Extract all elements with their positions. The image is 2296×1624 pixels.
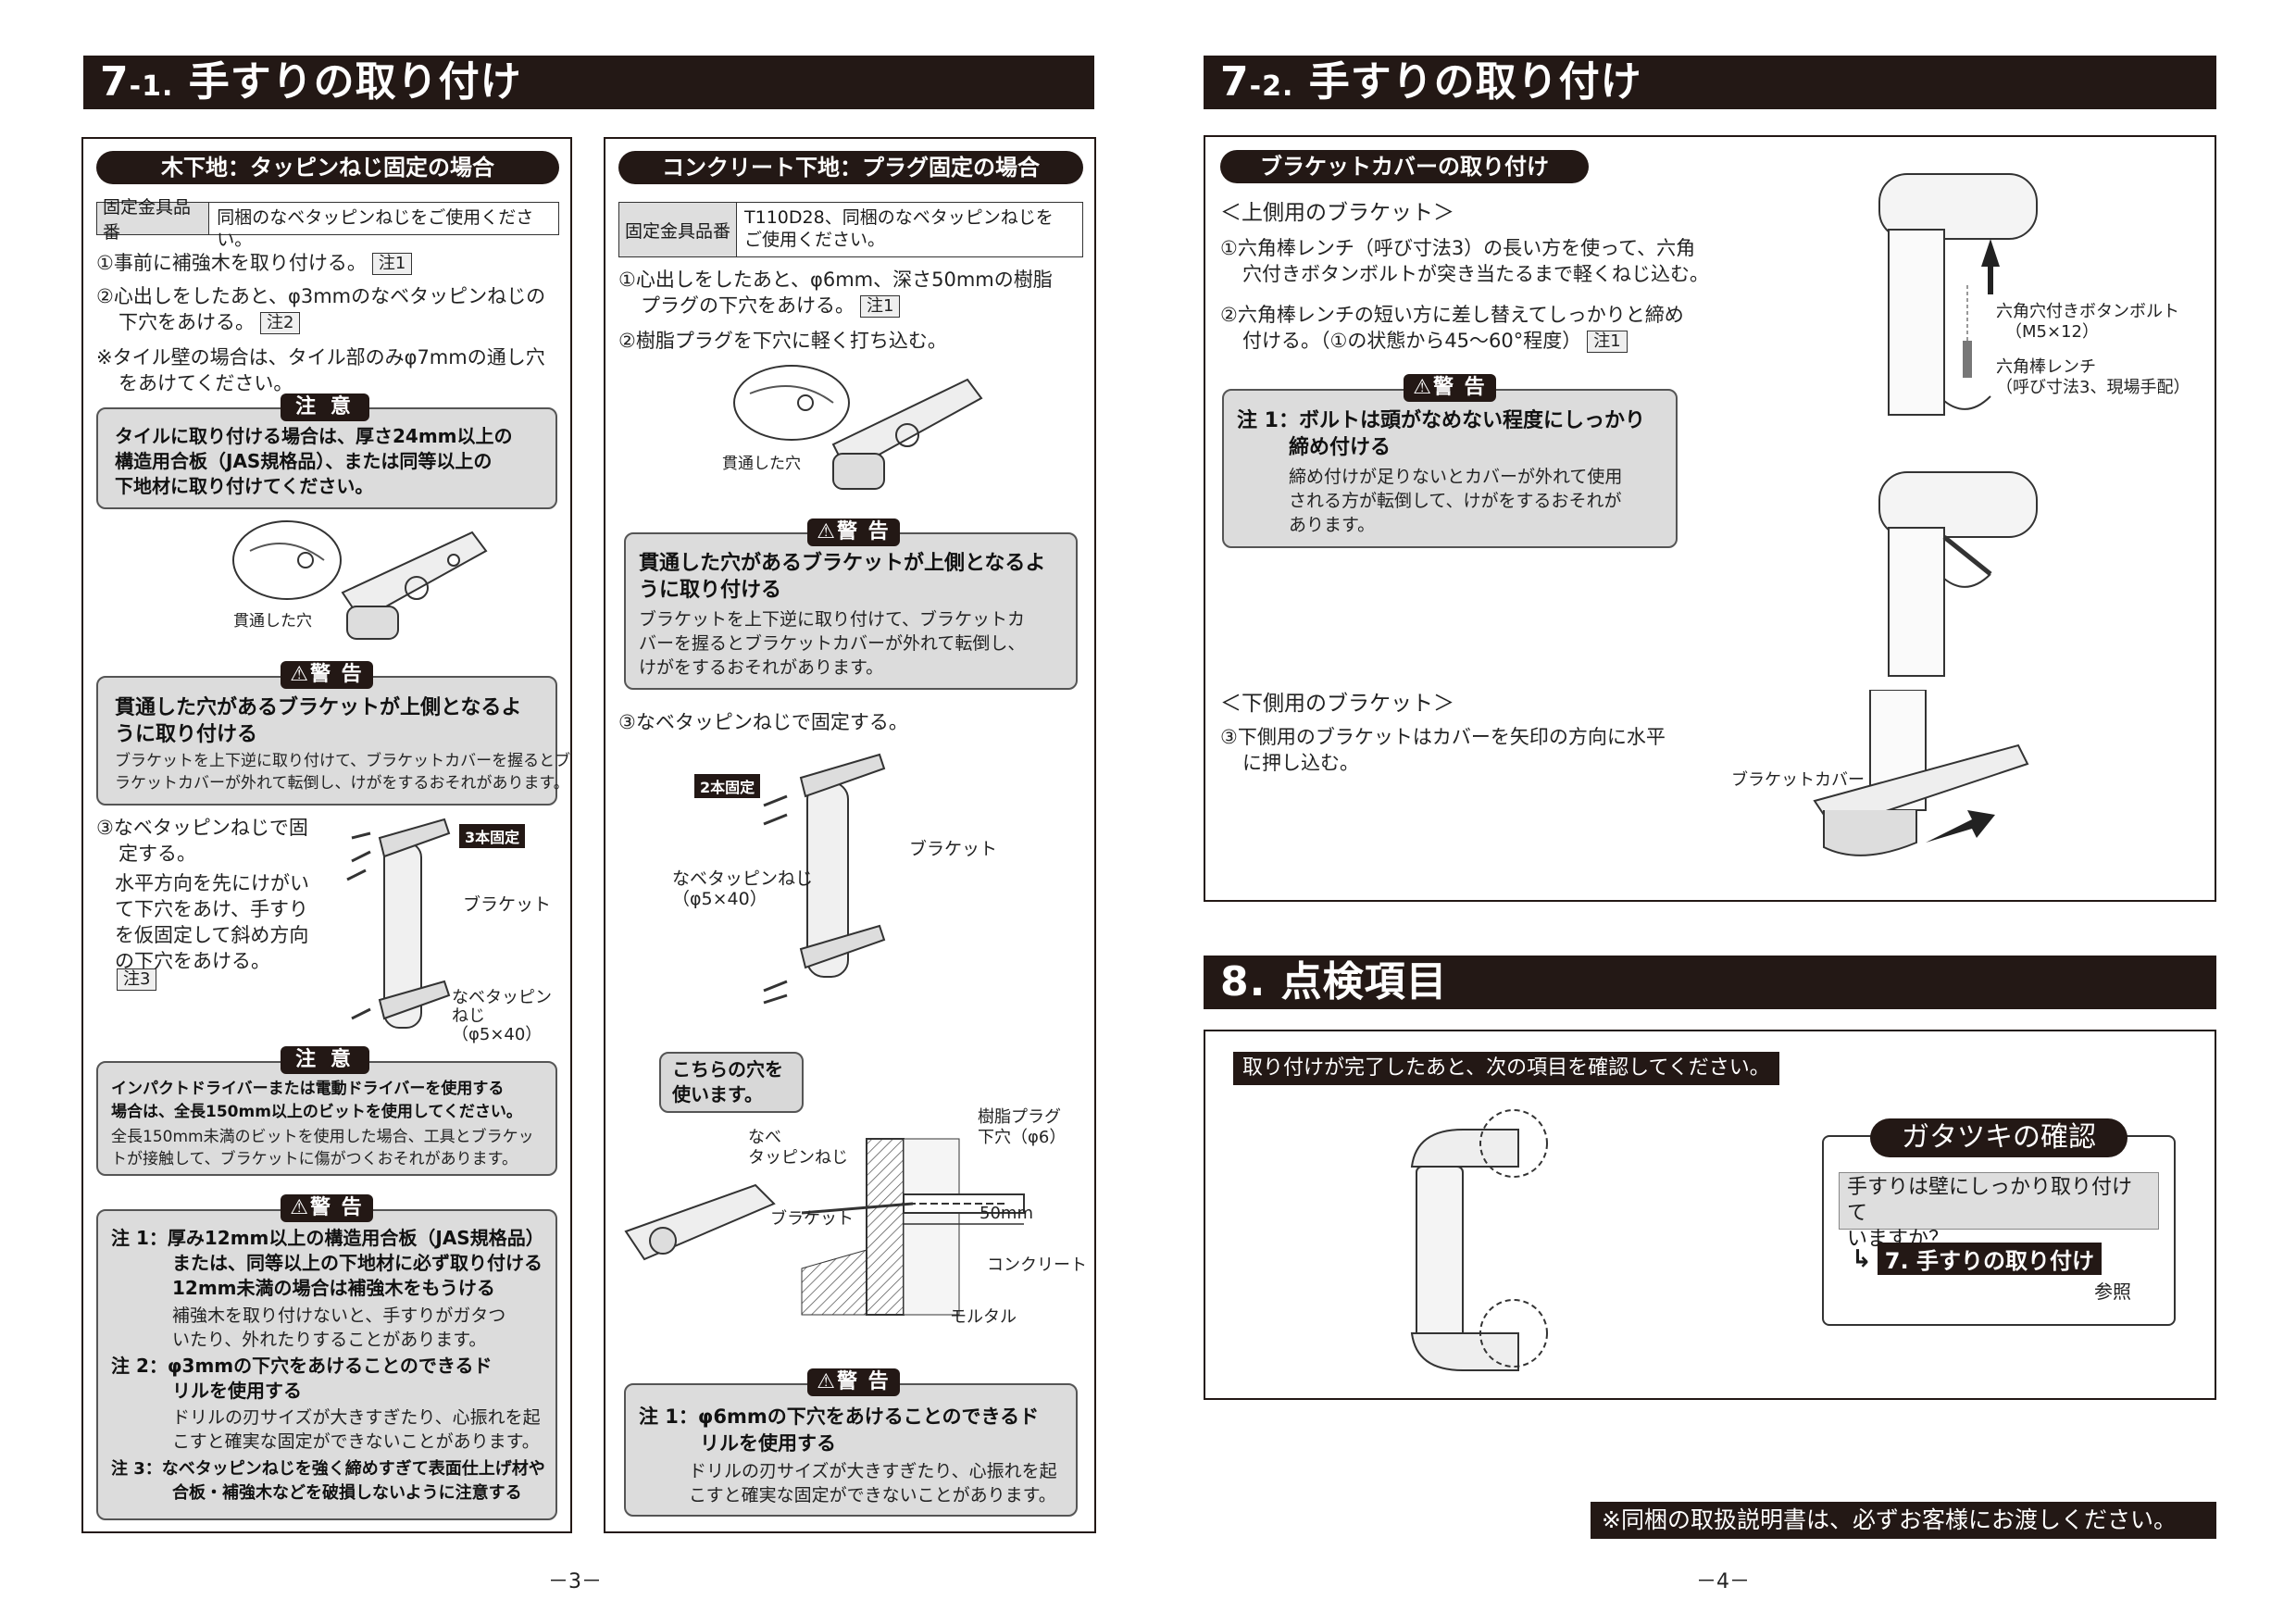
wood-step-2: ②心出しをしたあと、φ3mmのなベタッピンねじの 下穴をあける。注2	[96, 285, 546, 334]
concrete-step-2: ②樹脂プラグを下穴に軽く打ち込む。	[618, 330, 947, 352]
upper-step-1: ①六角棒レンチ（呼び寸法3）の長い方を使って、六角穴付きボタンボルトが突き当たる…	[1220, 237, 1709, 285]
warning-tag: ⚠警 告	[807, 1368, 900, 1396]
bracket-label: ブラケット	[770, 1209, 854, 1229]
screw-label: なベタッピンねじ（φ5×40）	[452, 988, 552, 1044]
wood-header: 木下地：タッピンねじ固定の場合	[96, 151, 559, 184]
note-ref[interactable]: 注1	[371, 253, 413, 275]
wood-panel	[81, 137, 572, 1533]
warning-box-1	[96, 676, 557, 806]
hole-callout-text: こちらの穴を使います。	[672, 1058, 783, 1106]
mortar-label: モルタル	[950, 1307, 1017, 1327]
warning-1-body: ブラケットを上下逆に取り付けて、ブラケットカバーを握るとブラケットカバーが外れて…	[115, 752, 571, 793]
concrete-step-3: ③なベタッピンねじで固定する。	[618, 711, 908, 733]
wood-step-3: ③なベタッピンねじで固定する。	[96, 817, 308, 865]
bracket-label: ブラケット	[463, 894, 552, 915]
caution-1-text: タイルに取り付ける場合は、厚さ24mm以上の構造用合板（JAS規格品）、または同…	[115, 425, 513, 497]
wood-step-3-detail: 水平方向を先にけがいて下穴をあけ、手すりを仮固定して斜め方向の下穴をあける。	[115, 872, 309, 972]
check-link[interactable]: ↳ 7. 手すりの取り付け	[1852, 1243, 2102, 1275]
cover-warning-box	[1222, 389, 1678, 548]
concrete-bracket-illustration	[733, 365, 983, 490]
warning-box-2	[96, 1209, 557, 1520]
wood-step-1: ①事前に補強木を取り付ける。注1	[96, 250, 413, 276]
caution-tag: 注 意	[281, 394, 369, 421]
cover-warning-body: 締め付けが足りないとカバーが外れて使用される方が転倒して、けがをするおそれがあり…	[1289, 467, 1623, 535]
caution-2-body: 全長150mm未満のビットを使用した場合、工具とブラケットが接触して、ブラケット…	[111, 1128, 534, 1168]
warning-tag: ⚠警 告	[281, 661, 373, 689]
wood-handrail-illustration	[346, 818, 451, 1029]
note-ref[interactable]: 注1	[1587, 331, 1628, 353]
concrete-warning-box-1	[624, 532, 1078, 690]
upper-bracket-illustration	[1878, 173, 2038, 416]
concrete-header: コンクリート下地：プラグ固定の場合	[618, 151, 1083, 184]
inspect-intro: 取り付けが完了したあと、次の項目を確認してください。	[1233, 1052, 1779, 1085]
concrete-handrail-illustration	[763, 753, 886, 1005]
wood-note-2-body: ドリルの刃サイズが大きすぎたり、心振れを起こすと確実な固定ができないことがありま…	[172, 1407, 541, 1452]
wood-note-2-title: 注 2：φ3mmの下穴をあけることのできるド リルを使用する	[111, 1355, 493, 1402]
upper-step-2: ②六角棒レンチの短い方に差し替えてしっかりと締め 付ける。（①の状態から45～6…	[1220, 304, 1684, 353]
screw-label: なべタッピンねじ	[748, 1128, 848, 1168]
wrench-label: 六角棒レンチ（呼び寸法3、現場手配）	[1996, 357, 2190, 397]
concrete-warning-box-2	[624, 1383, 1078, 1517]
inspect-panel	[1204, 1030, 2216, 1400]
cover-header: ブラケットカバーの取り付け	[1220, 150, 1589, 183]
depth-label: 50mm	[980, 1204, 1033, 1223]
check-title: ガタツキの確認	[1870, 1118, 2128, 1157]
footer-note: ※同梱の取扱説明書は、必ずお客様にお渡しください。	[1591, 1502, 2216, 1539]
concrete-label: コンクリート	[987, 1255, 1087, 1275]
warning-1-title: 貫通した穴があるブラケットが上側となるように取り付ける	[115, 696, 522, 746]
section-title-7-1: 7-1. 手すりの取り付け	[83, 56, 1094, 109]
page-number-right: －4－	[1696, 1570, 1750, 1593]
wood-tile-note: ※タイル壁の場合は、タイル部のみφ7mmの通し穴 をあけてください。	[96, 346, 545, 394]
fix-2-tag: 2本固定	[694, 774, 761, 798]
lower-step-3: ③下側用のブラケットはカバーを矢印の方向に水平に押し込む。	[1220, 726, 1666, 774]
cover-panel	[1204, 135, 2216, 902]
lower-bracket-illustration	[1813, 690, 2029, 856]
concrete-note-1-title: 注 1：φ6mmの下穴をあけることのできるド リルを使用する	[639, 1405, 1040, 1455]
section-title-8: 8. 点検項目	[1204, 956, 2216, 1009]
fix-3-tag: 3本固定	[459, 824, 526, 848]
cover-warning-title: 注 1：ボルトは頭がなめない程度にしっかり 締め付ける	[1237, 409, 1645, 459]
plug-label: 樹脂プラグ下穴（φ6）	[978, 1107, 1067, 1147]
concrete-warning-1-title: 貫通した穴があるブラケットが上側となるように取り付ける	[639, 552, 1046, 602]
warning-tag: ⚠警 告	[807, 518, 900, 546]
section-title-7-2: 7-2. 手すりの取り付け	[1204, 56, 2216, 109]
wood-note-1-title: 注 1：厚み12mm以上の構造用合板（JAS規格品） または、同等以上の下地材に…	[111, 1227, 544, 1299]
caution-2-title: インパクトドライバーまたは電動ドライバーを使用する場合は、全長150mm以上のビ…	[111, 1080, 522, 1121]
cover-label: ブラケットカバー	[1731, 770, 1865, 790]
caution-tag: 注 意	[281, 1046, 369, 1074]
check-ref: 参照	[2094, 1280, 2131, 1303]
hole-label: 貫通した穴	[722, 455, 801, 473]
check-question: 手すりは壁にしっかり取り付けていますか？	[1839, 1172, 2159, 1251]
bracket-label: ブラケット	[909, 839, 998, 859]
concrete-warning-1-body: ブラケットを上下逆に取り付けて、ブラケットカバーを握るとブラケットカバーが外れて…	[639, 609, 1026, 678]
warning-tag: ⚠警 告	[281, 1194, 373, 1222]
wood-note-3-title: 注 3：なベタッピンねじを強く締めすぎて表面仕上げ材や 合板・補強木などを破損し…	[111, 1459, 545, 1503]
concrete-step-1: ①心出しをしたあと、φ6mm、深さ50mmの樹脂 プラグの下穴をあける。注1	[618, 269, 1053, 318]
hole-label: 貫通した穴	[233, 612, 312, 631]
handrail-check-illustration	[1410, 1109, 1548, 1371]
return-arrow-icon: ↳	[1852, 1244, 1872, 1273]
concrete-parts-table: 固定金具品番 T110D28、同梱のなベタッピンねじをご使用ください。	[618, 202, 1083, 257]
bolt-label: 六角穴付きボタンボルト（M5×12）	[1996, 302, 2179, 342]
lower-bracket-heading: ＜下側用のブラケット＞	[1220, 692, 1454, 716]
concrete-panel	[604, 137, 1096, 1533]
wood-parts-table: 固定金具品番 同梱のなベタッピンねじをご使用ください。	[96, 197, 559, 250]
note-ref[interactable]: 注2	[260, 312, 301, 334]
page-number-left: －3－	[548, 1570, 602, 1593]
upper-bracket-heading: ＜上側用のブラケット＞	[1220, 201, 1454, 225]
wood-bracket-illustration	[232, 520, 488, 640]
screw-label: なベタッピンねじ（φ5×40）	[672, 868, 814, 909]
wood-step-3-ref: 注3	[117, 968, 157, 991]
wood-note-1-body: 補強木を取り付けないと、手すりがガタついたり、外れたりすることがあります。	[172, 1305, 506, 1350]
warning-tag: ⚠警 告	[1404, 374, 1496, 402]
note-ref[interactable]: 注1	[860, 295, 901, 318]
hole-callout	[659, 1052, 804, 1113]
tighten-illustration	[1878, 471, 2038, 677]
concrete-note-1-body: ドリルの刃サイズが大きすぎたり、心振れを起こすと確実な固定ができないことがありま…	[689, 1461, 1057, 1505]
concrete-section-diagram	[624, 1138, 1025, 1316]
